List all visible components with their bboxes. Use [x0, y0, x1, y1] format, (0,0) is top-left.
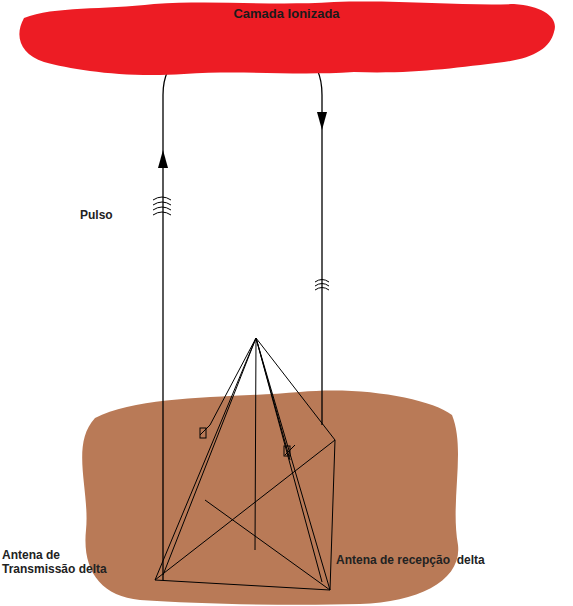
layer-label: Camada Ionizada	[14, 0, 559, 21]
arrow-up	[158, 150, 168, 168]
arrow-down	[317, 112, 327, 130]
ground	[82, 390, 458, 604]
pulse-label: Pulso	[80, 208, 113, 222]
antenna	[155, 338, 335, 590]
ionized-layer: Camada Ionizada	[14, 0, 559, 78]
signal-path	[163, 45, 322, 580]
antenna-label: Antena de recepção delta	[336, 553, 485, 567]
pulse-symbol	[153, 197, 329, 290]
antenna-label: Antena de Transmissão delta	[2, 548, 114, 577]
